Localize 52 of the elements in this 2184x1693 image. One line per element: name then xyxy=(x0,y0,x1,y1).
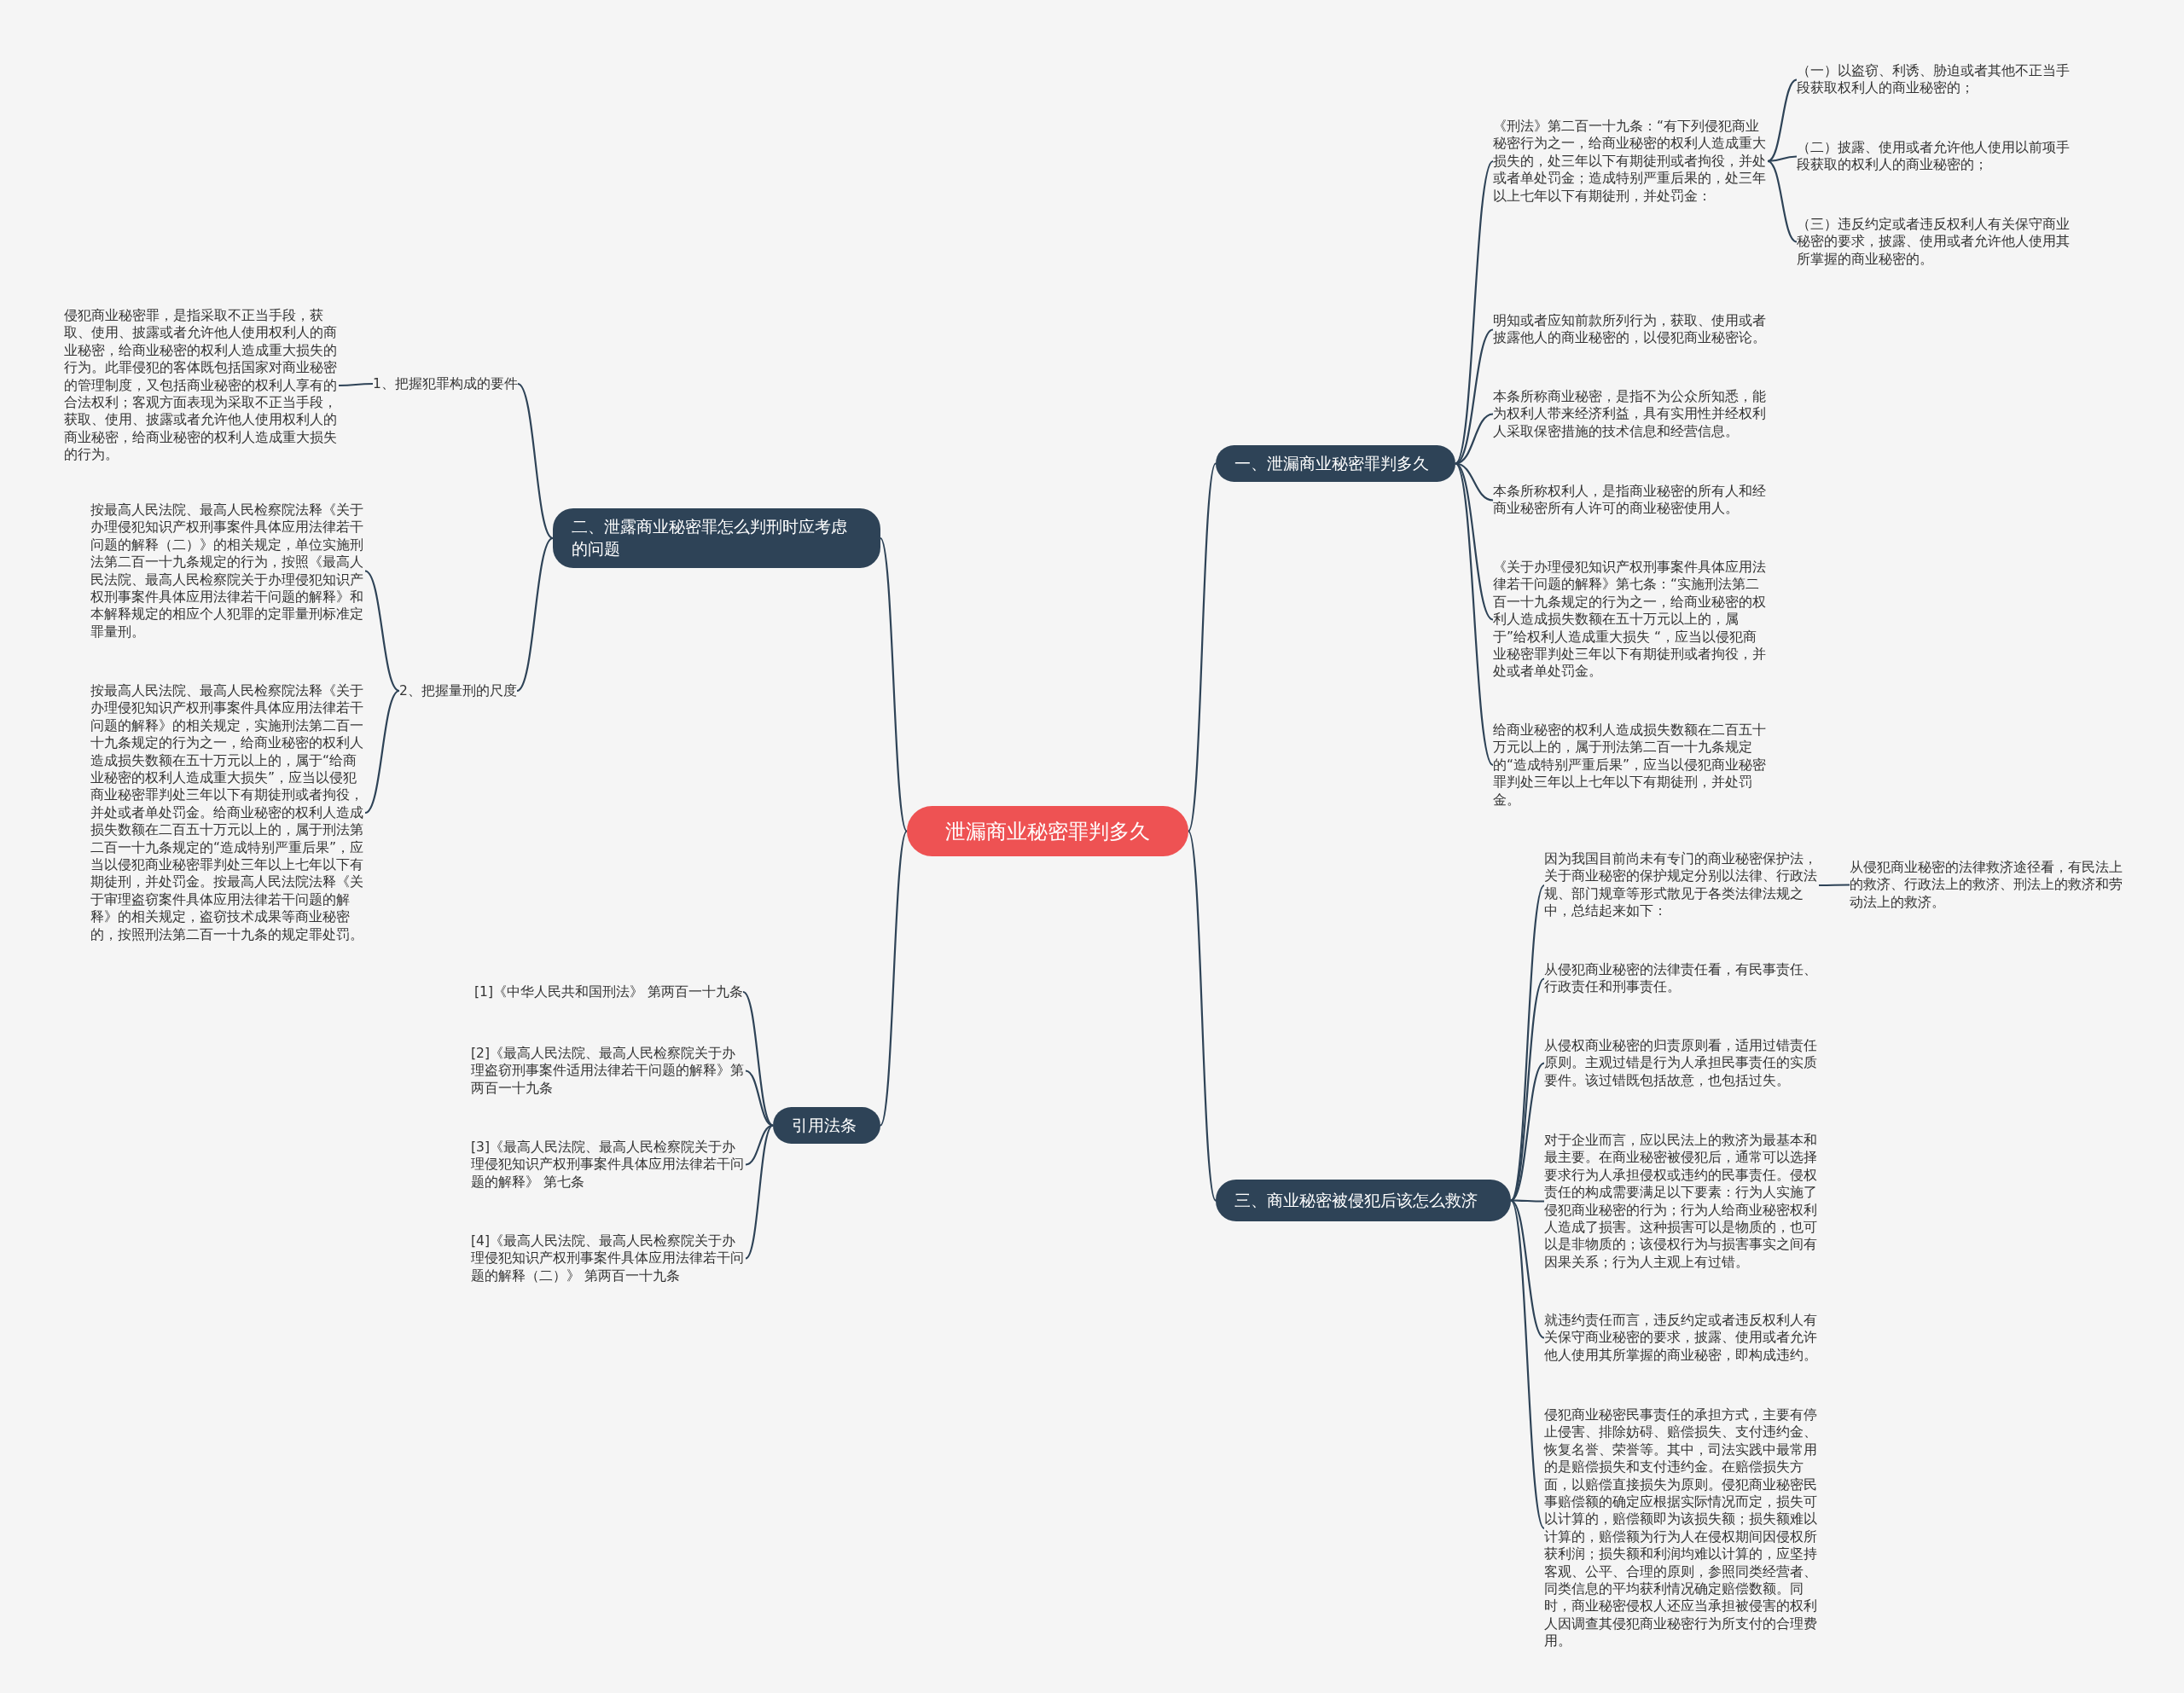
connector-line xyxy=(1455,462,1494,621)
note-text: （二）披露、使用或者允许他人使用以前项手段获取的权利人的商业秘密的； xyxy=(1797,139,2078,174)
connector-line xyxy=(339,382,373,387)
connector-line xyxy=(1767,155,1798,163)
topic-pill: 引用法条 xyxy=(773,1107,880,1144)
connector-line xyxy=(1510,1199,1545,1529)
note-text: 1、把握犯罪构成的要件 xyxy=(373,375,518,393)
connector-line xyxy=(880,831,908,1126)
note-text: 给商业秘密的权利人造成损失数额在二百五十万元以上的，属于刑法第二百一十九条规定的“造成特别严重后果”，应当以侵犯商业秘密罪判处三年以上七年以下有期徒刑，并处罚金。 xyxy=(1493,722,1768,809)
connector-line xyxy=(1455,462,1494,766)
note-text: 因为我国目前尚未有专门的商业秘密保护法，关于商业秘密的保护规定分别以法律、行政法规、部门规章等形式散见于各类法律法规之中，总结起来如下： xyxy=(1544,850,1819,920)
note-text: 从侵犯商业秘密的法律责任看，有民事责任、行政责任和刑事责任。 xyxy=(1544,961,1819,996)
topic-pill: 三、商业秘密被侵犯后该怎么救济 xyxy=(1216,1180,1511,1221)
note-text: [2]《最高人民法院、最高人民检察院关于办理盗窃刑事案件适用法律若干问题的解释》第两百一十九条 xyxy=(471,1045,746,1098)
connector-line xyxy=(517,383,554,539)
note-text: 本条所称商业秘密，是指不为公众所知悉，能为权利人带来经济利益，具有实用性并经权利人采取保密措施的技术信息和经营信息。 xyxy=(1493,388,1768,441)
central-topic-pill: 泄漏商业秘密罪判多久 xyxy=(907,806,1188,856)
note-text: 从侵犯商业秘密的法律救济途径看，有民法上的救济、行政法上的救济、刑法上的救济和劳动法上的救济。 xyxy=(1850,859,2124,912)
note-text: 按最高人民法院、最高人民检察院法释《关于办理侵犯知识产权刑事案件具体应用法律若干问题的解释》的相关规定，实施刑法第二百一十九条规定的行为之一，给商业秘密的权利人造成损失数额在五十万元以上的，属于“给商业秘密的权利人造成重大损失”，应当以侵犯商业秘密罪判处三年以下有期徒刑或者拘役，并处或者单处罚金。给商业秘密的权利人造成损失数额在二百五十万元以上的，属于刑法第二百一十九条规定的“造成特别严重后果”，应当以侵犯商业秘密罪判处三年以上七年以下有期徒刑，并处罚金。按最高人民法院法释《关于审理盗窃案件具体应用法律若干问题的解释》的相关规定，盗窃技术成果等商业秘密的，按照刑法第二百一十九条的规定罪处罚。 xyxy=(90,682,365,944)
note-text: 对于企业而言，应以民法上的救济为最基本和最主要。在商业秘密被侵犯后，通常可以选择要求行为人承担侵权或违约的民事责任。侵权责任的构成需要满足以下要素：行为人实施了侵犯商业秘密的行为；行为人给商业秘密权利人造成了损害。这种损害可以是物质的，也可以是非物质的；该侵权行为与损害事实之间有因果关系；行为人主观上有过错。 xyxy=(1544,1132,1819,1272)
connector-line xyxy=(1767,160,1798,243)
connector-line xyxy=(364,570,400,692)
connector-line xyxy=(1455,160,1494,465)
note-text: 《刑法》第二百一十九条：“有下列侵犯商业秘密行为之一，给商业秘密的权利人造成重大损失的，处三年以下有期徒刑或者拘役，并处或者单处罚金；造成特别严重后果的，处三年以上七年以下有期徒刑，并处罚金： xyxy=(1493,118,1768,206)
note-text: 2、把握量刑的尺度 xyxy=(399,682,517,700)
connector-line xyxy=(1188,463,1217,832)
note-text: （三）违反约定或者违反权利人有关保守商业秘密的要求，披露、使用或者允许他人使用其所掌握的商业秘密的。 xyxy=(1797,216,2078,269)
note-text: [4]《最高人民法院、最高人民检察院关于办理侵犯知识产权刑事案件具体应用法律若干问题的解释（二）》 第两百一十九条 xyxy=(471,1232,746,1285)
connector-line xyxy=(516,537,554,692)
note-text: （一）以盗窃、利诱、胁迫或者其他不正当手段获取权利人的商业秘密的； xyxy=(1797,62,2078,97)
connector-line xyxy=(1511,1199,1544,1203)
connector-line xyxy=(1767,78,1798,162)
note-text: 侵犯商业秘密民事责任的承担方式，主要有停止侵害、排除妨碍、赔偿损失、支付违约金、恢复名誉、荣誉等。其中，司法实践中最常用的是赔偿损失和支付违约金。在赔偿损失方面，以赔偿直接损失为原则。侵犯商业秘密民事赔偿额的确定应根据实际情况而定，损失可以计算的，赔偿额即为该损失额；损失额难以计算的，赔偿额为行为人在侵权期间因侵权所获利润；损失额和利润均难以计算的，应坚持客观、公平、合理的原则，参照同类经营者、同类信息的平均获利情况确定赔偿数额。同时，商业秘密侵权人还应当承担被侵害的权利人因调查其侵犯商业秘密行为所支付的合理费用。 xyxy=(1544,1406,1819,1650)
connector-line xyxy=(742,991,774,1127)
connector-line xyxy=(364,690,400,814)
note-text: 就违约责任而言，违反约定或者违反权利人有关保守商业秘密的要求，披露、使用或者允许他人使用其所掌握的商业秘密，即构成违约。 xyxy=(1544,1312,1819,1365)
connector-line xyxy=(745,1124,774,1260)
note-text: 《关于办理侵犯知识产权刑事案件具体应用法律若干问题的解释》第七条：“实施刑法第二百一十九条规定的行为之一，给商业秘密的权利人造成损失数额在五十万元以上的，属于”给权利人造成重大损失 “，应当以侵犯商业秘密罪判处三年以下有期徒刑或者拘役，并处或者单处罚金。 xyxy=(1493,559,1768,681)
topic-pill: 二、泄露商业秘密罪怎么判刑时应考虑的问题 xyxy=(553,508,880,568)
connector-line xyxy=(880,537,908,832)
note-text: 从侵权商业秘密的归责原则看，适用过错责任原则。主观过错是行为人承担民事责任的实质要件。该过错既包括故意，也包括过失。 xyxy=(1544,1037,1819,1090)
connector-line xyxy=(1188,831,1217,1201)
note-text: 按最高人民法院、最高人民检察院法释《关于办理侵犯知识产权刑事案件具体应用法律若干问题的解释（二）》的相关规定，单位实施刑法第二百一十九条规定的行为，按照《最高人民法院、最高人民检察院关于办理侵犯知识产权刑事案件具体应用法律若干问题的解释》和本解释规定的相应个人犯罪的定罪量刑标准定罪量刑。 xyxy=(90,502,365,641)
connector-line xyxy=(1510,884,1545,1202)
note-text: 明知或者应知前款所列行为，获取、使用或者披露他人的商业秘密的，以侵犯商业秘密论。 xyxy=(1493,312,1768,347)
note-text: [1]《中华人民共和国刑法》 第两百一十九条 xyxy=(474,983,743,1001)
note-text: 侵犯商业秘密罪，是指采取不正当手段，获取、使用、披露或者允许他人使用权利人的商业秘密，给商业秘密的权利人造成重大损失的行为。此罪侵犯的客体既包括国家对商业秘密的管理制度，又包括商业秘密的权利人享有的合法权利；客观方面表现为采取不正当手段，获取、使用、披露或者允许他人使用权利人的商业秘密，给商业秘密的权利人造成重大损失的行为。 xyxy=(64,307,339,464)
connector-line xyxy=(1510,1199,1545,1339)
note-text: [3]《最高人民法院、最高人民检察院关于办理侵犯知识产权刑事案件具体应用法律若干问题的解释》 第七条 xyxy=(471,1139,746,1191)
note-text: 本条所称权利人，是指商业秘密的所有人和经商业秘密所有人许可的商业秘密使用人。 xyxy=(1493,483,1768,518)
connector-line xyxy=(1819,884,1850,887)
topic-pill: 一、泄漏商业秘密罪判多久 xyxy=(1216,445,1455,482)
